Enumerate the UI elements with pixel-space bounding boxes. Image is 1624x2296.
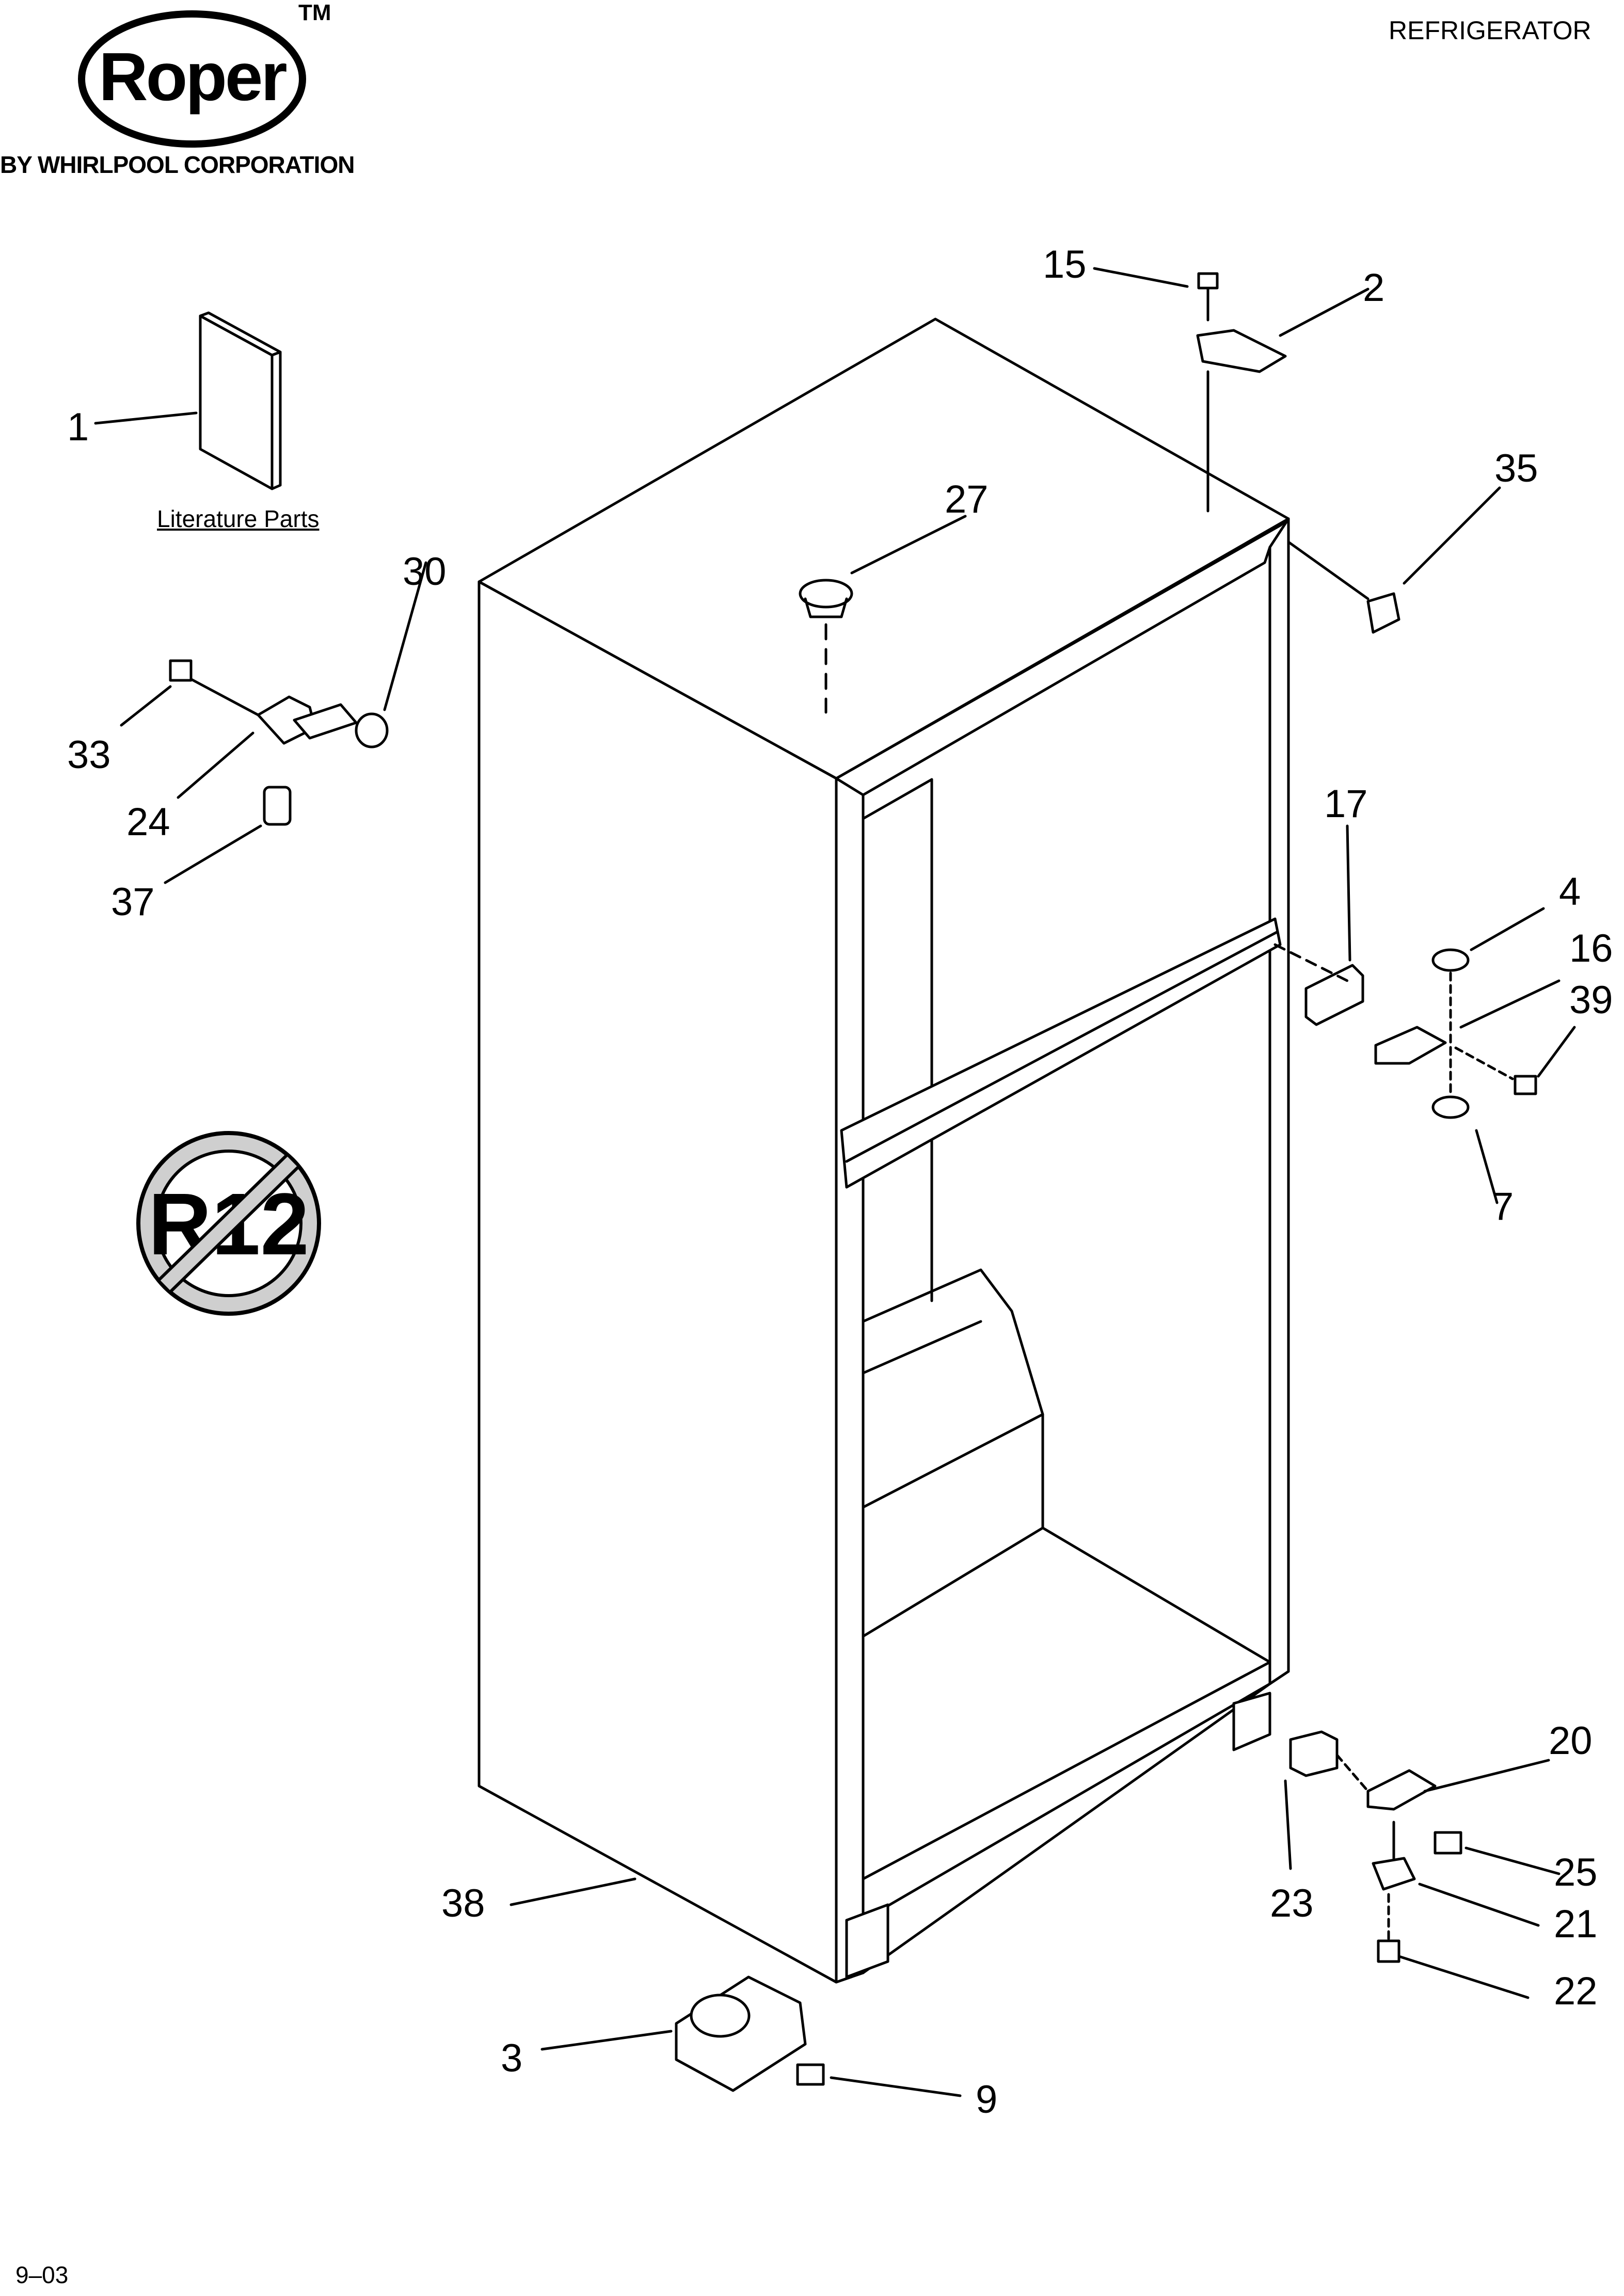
leveling-leg	[675, 1975, 825, 2092]
roper-logo: Roper	[78, 10, 306, 148]
hinge-cover	[1287, 540, 1400, 634]
callout-38: 38	[441, 1882, 485, 1925]
no-r12-symbol: R12	[136, 1131, 321, 1316]
callout-37: 37	[111, 880, 155, 924]
literature-caption: Literature Parts	[157, 505, 320, 532]
center-hinge	[1273, 943, 1537, 1119]
callout-17: 17	[1324, 782, 1368, 826]
callout-35: 35	[1494, 447, 1538, 490]
callout-39: 39	[1569, 978, 1613, 1022]
callout-9: 9	[976, 2078, 998, 2122]
refrigerator-cabinet	[477, 317, 1290, 1984]
callout-1: 1	[67, 405, 89, 449]
callout-23: 23	[1270, 1882, 1314, 1925]
callout-33: 33	[67, 733, 111, 777]
callout-4: 4	[1559, 870, 1581, 914]
callout-25: 25	[1554, 1851, 1598, 1894]
callout-16: 16	[1569, 927, 1613, 970]
literature-booklet	[199, 311, 282, 490]
document-title: REFRIGERATOR	[1389, 16, 1591, 45]
svg-text:Roper: Roper	[99, 39, 286, 115]
callout-3: 3	[501, 2036, 523, 2080]
callout-20: 20	[1549, 1719, 1593, 1763]
callout-22: 22	[1554, 1969, 1598, 2013]
trademark-mark: TM	[298, 0, 331, 25]
callout-24: 24	[126, 800, 170, 844]
date-code: 9–03	[15, 2261, 69, 2288]
handle-mount	[169, 659, 389, 826]
top-hinge	[1196, 272, 1287, 513]
callout-15: 15	[1043, 243, 1087, 286]
callout-27: 27	[945, 477, 989, 521]
callout-7: 7	[1492, 1185, 1514, 1229]
callout-2: 2	[1363, 266, 1385, 310]
cover-plug	[799, 579, 853, 714]
callout-30: 30	[403, 550, 447, 594]
brand-subtitle: BY WHIRLPOOL CORPORATION	[0, 151, 355, 178]
callout-21: 21	[1554, 1902, 1598, 1946]
bottom-hinge	[1289, 1730, 1462, 1963]
leader-lines	[94, 267, 1576, 2097]
